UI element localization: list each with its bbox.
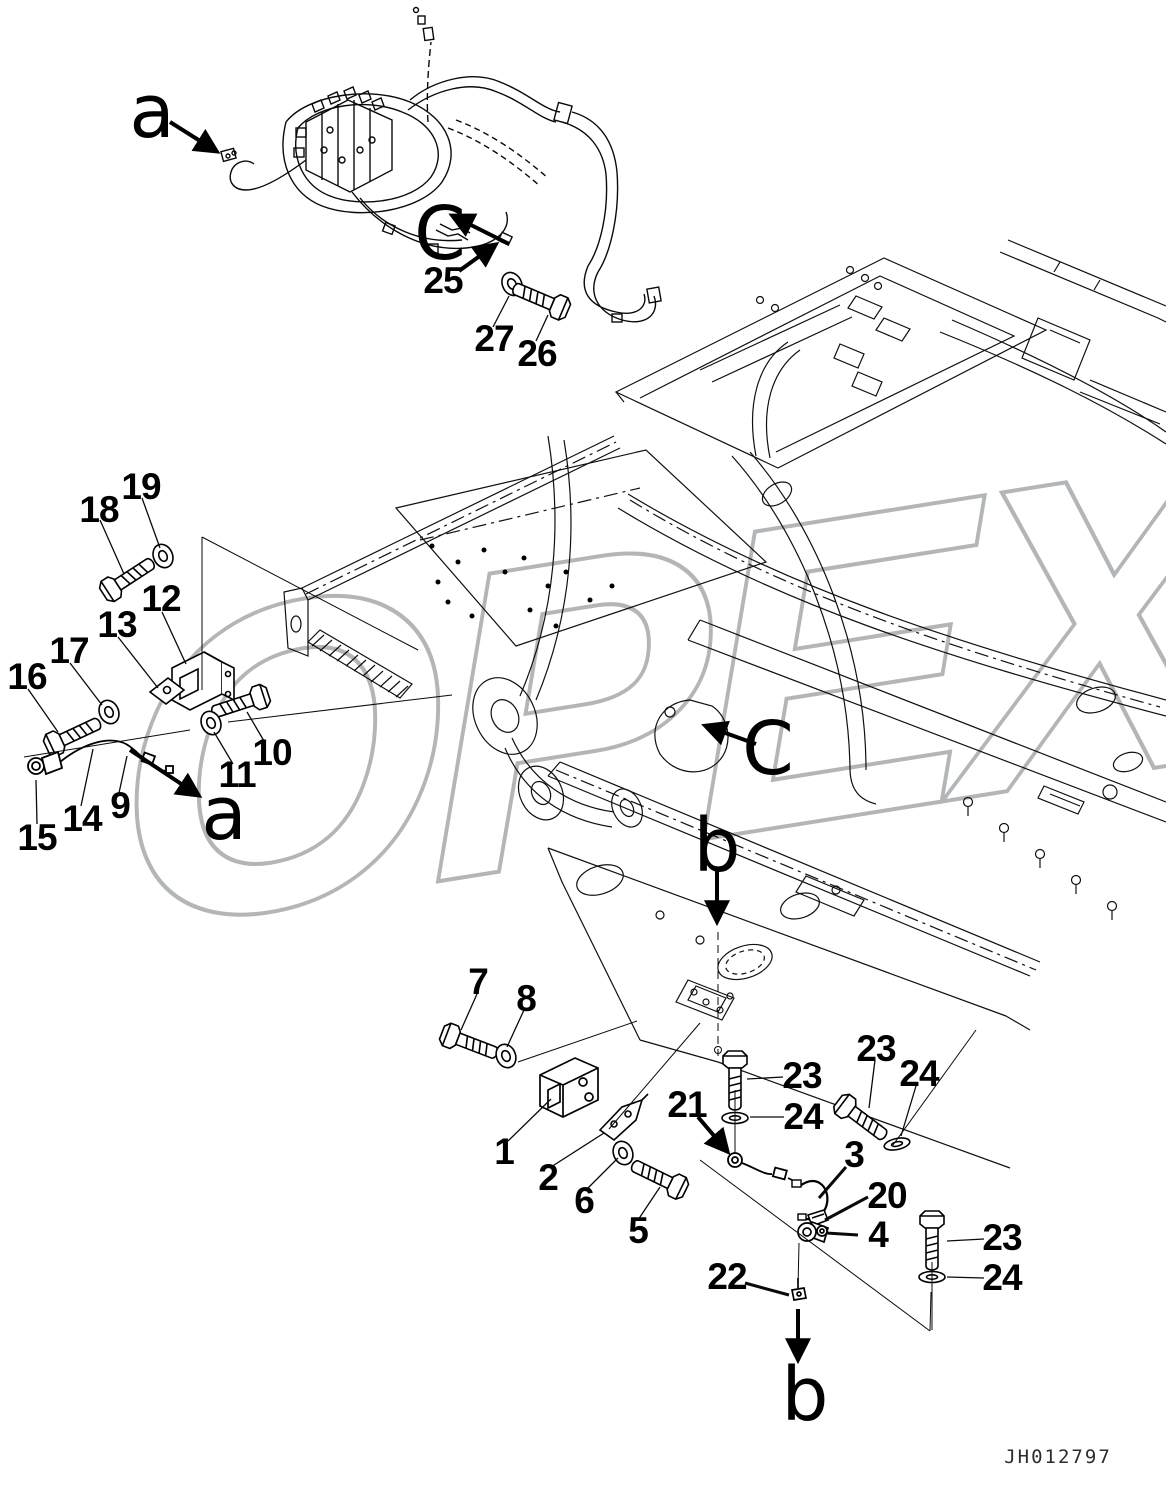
callout-10: 10 <box>252 732 292 773</box>
frame-line-art <box>283 239 1166 1169</box>
detail-label-c-mid: C <box>742 706 794 792</box>
callout-24-a: 24 <box>783 1096 823 1137</box>
washer-8 <box>491 1040 521 1072</box>
arrow-detail-c-top <box>448 213 510 246</box>
bolt-5 <box>626 1153 692 1203</box>
bolt-16 <box>40 710 106 760</box>
leader-lines <box>23 295 985 1332</box>
arrow-detail-c-mid <box>701 720 757 746</box>
callout-18: 18 <box>79 489 119 530</box>
callout-14: 14 <box>62 798 102 839</box>
callout-13: 13 <box>97 604 137 645</box>
callout-25: 25 <box>423 260 463 301</box>
callout-21: 21 <box>667 1084 707 1125</box>
callout-7: 7 <box>468 961 489 1002</box>
view-label-b-mid: b <box>693 803 741 889</box>
view-label-a-mid: a <box>201 771 247 857</box>
callout-22: 22 <box>707 1256 747 1297</box>
callout-23-c: 23 <box>982 1217 1022 1258</box>
view-label-a-top: a <box>129 69 175 155</box>
clamp-4 <box>797 1220 830 1244</box>
callout-26: 26 <box>517 333 557 374</box>
callout-23-a: 23 <box>782 1055 822 1096</box>
callout-9: 9 <box>110 785 131 826</box>
view-arrows <box>128 120 811 1365</box>
callout-6: 6 <box>574 1180 595 1221</box>
callout-27: 27 <box>474 318 514 359</box>
callout-1: 1 <box>494 1131 515 1172</box>
opex-watermark: OPEX <box>109 355 1166 1026</box>
arrow-part-25 <box>457 241 500 273</box>
svg-text:OPEX: OPEX <box>111 357 1166 1024</box>
view-label-b-bottom: b <box>781 1352 829 1438</box>
bracket-1 <box>539 1057 599 1118</box>
arrow-view-a-mid <box>128 748 203 798</box>
wire-21 <box>727 1152 797 1183</box>
callout-12: 12 <box>141 578 181 619</box>
callout-5: 5 <box>628 1210 649 1251</box>
callout-17: 17 <box>49 630 89 671</box>
callout-3: 3 <box>844 1134 865 1175</box>
callout-24-b: 24 <box>899 1053 939 1094</box>
plate-13 <box>148 676 186 706</box>
loose-parts <box>27 268 946 1301</box>
callout-4: 4 <box>868 1214 889 1255</box>
callout-19: 19 <box>121 466 161 507</box>
callout-24-c: 24 <box>982 1257 1022 1298</box>
arrow-view-a-top <box>168 120 221 154</box>
arrow-part-21 <box>696 1115 731 1155</box>
callout-23-b: 23 <box>856 1028 896 1069</box>
drawing-code: JH012797 <box>1004 1446 1112 1468</box>
callout-8: 8 <box>516 978 537 1019</box>
callout-11: 11 <box>218 754 256 795</box>
bolt-7 <box>436 1020 503 1066</box>
callout-15: 15 <box>17 817 57 858</box>
bolt-26 <box>508 275 574 323</box>
bolt-23-c <box>919 1210 945 1271</box>
washer-24-b <box>882 1135 912 1153</box>
plate-2 <box>598 1093 649 1142</box>
clamp-22 <box>790 1278 808 1301</box>
callout-2: 2 <box>538 1157 559 1198</box>
callout-20: 20 <box>867 1175 907 1216</box>
washer-6 <box>608 1137 638 1169</box>
callout-16: 16 <box>7 656 47 697</box>
